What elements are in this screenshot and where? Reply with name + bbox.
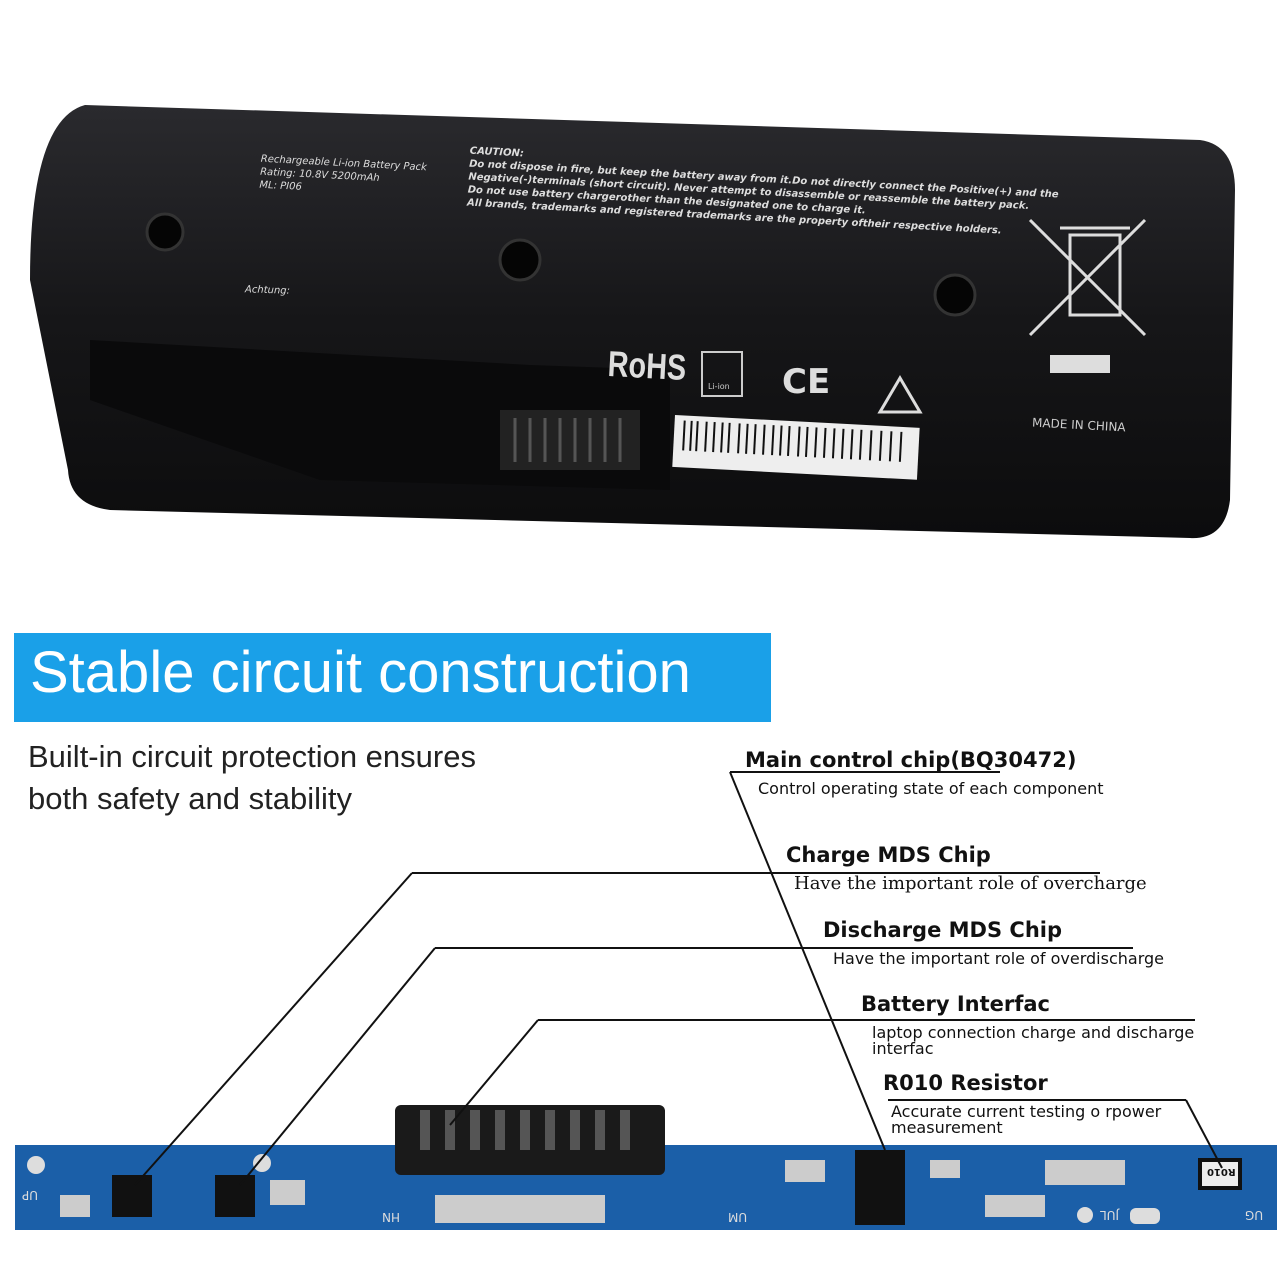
callout-charge-chip-heading: Charge MDS Chip — [786, 843, 991, 867]
callout-discharge-chip-desc: Have the important role of overdischarge — [833, 949, 1164, 968]
recycle-bin-crossed-icon — [1028, 218, 1147, 337]
battery-image — [30, 105, 1235, 539]
callout-resistor-desc: Accurate current testing o rpower measur… — [891, 1104, 1161, 1136]
leader-lines — [134, 771, 1223, 1186]
callout-discharge-chip-heading: Discharge MDS Chip — [823, 918, 1062, 942]
pcb-label: HN — [382, 1210, 400, 1224]
callout-main-chip-heading: Main control chip(BQ30472) — [745, 748, 1077, 772]
pcb-label: UM — [728, 1210, 748, 1224]
callout-interface-desc: laptop connection charge and discharge i… — [872, 1025, 1194, 1057]
battery-connector — [500, 410, 640, 470]
main-control-chip — [855, 1150, 905, 1225]
desc-line: Accurate current testing o rpower — [891, 1102, 1162, 1121]
section-banner: Stable circuit construction — [14, 633, 771, 722]
li-ion-label: Li-ion — [708, 382, 730, 391]
callout-resistor-heading: R010 Resistor — [883, 1071, 1048, 1095]
warning-triangle-icon — [877, 375, 923, 414]
ce-mark: CE — [782, 362, 831, 402]
pcb-label: UP — [22, 1188, 39, 1202]
r010-resistor — [1198, 1158, 1242, 1190]
pcb-label: JUL — [1100, 1208, 1120, 1222]
desc-line: interfac — [872, 1039, 934, 1058]
banner-title: Stable circuit construction — [30, 640, 691, 705]
subtitle: Built-in circuit protection ensures both… — [28, 736, 476, 820]
li-ion-recycle-icon — [701, 351, 743, 397]
pcb-label: UG — [1245, 1208, 1264, 1222]
callout-interface-heading: Battery Interfac — [861, 992, 1051, 1016]
resistor-marking: R010 — [1207, 1166, 1236, 1177]
desc-line: measurement — [891, 1118, 1003, 1137]
subtitle-line: Built-in circuit protection ensures — [28, 739, 476, 774]
callout-main-chip-desc: Control operating state of each componen… — [758, 779, 1104, 798]
barcode-label — [672, 415, 920, 480]
charge-mds-chip — [112, 1175, 152, 1217]
callout-charge-chip-desc: Have the important role of overcharge — [794, 873, 1147, 894]
discharge-mds-chip — [215, 1175, 255, 1217]
desc-line: laptop connection charge and discharge — [872, 1023, 1195, 1042]
subtitle-line: both safety and stability — [28, 781, 352, 816]
